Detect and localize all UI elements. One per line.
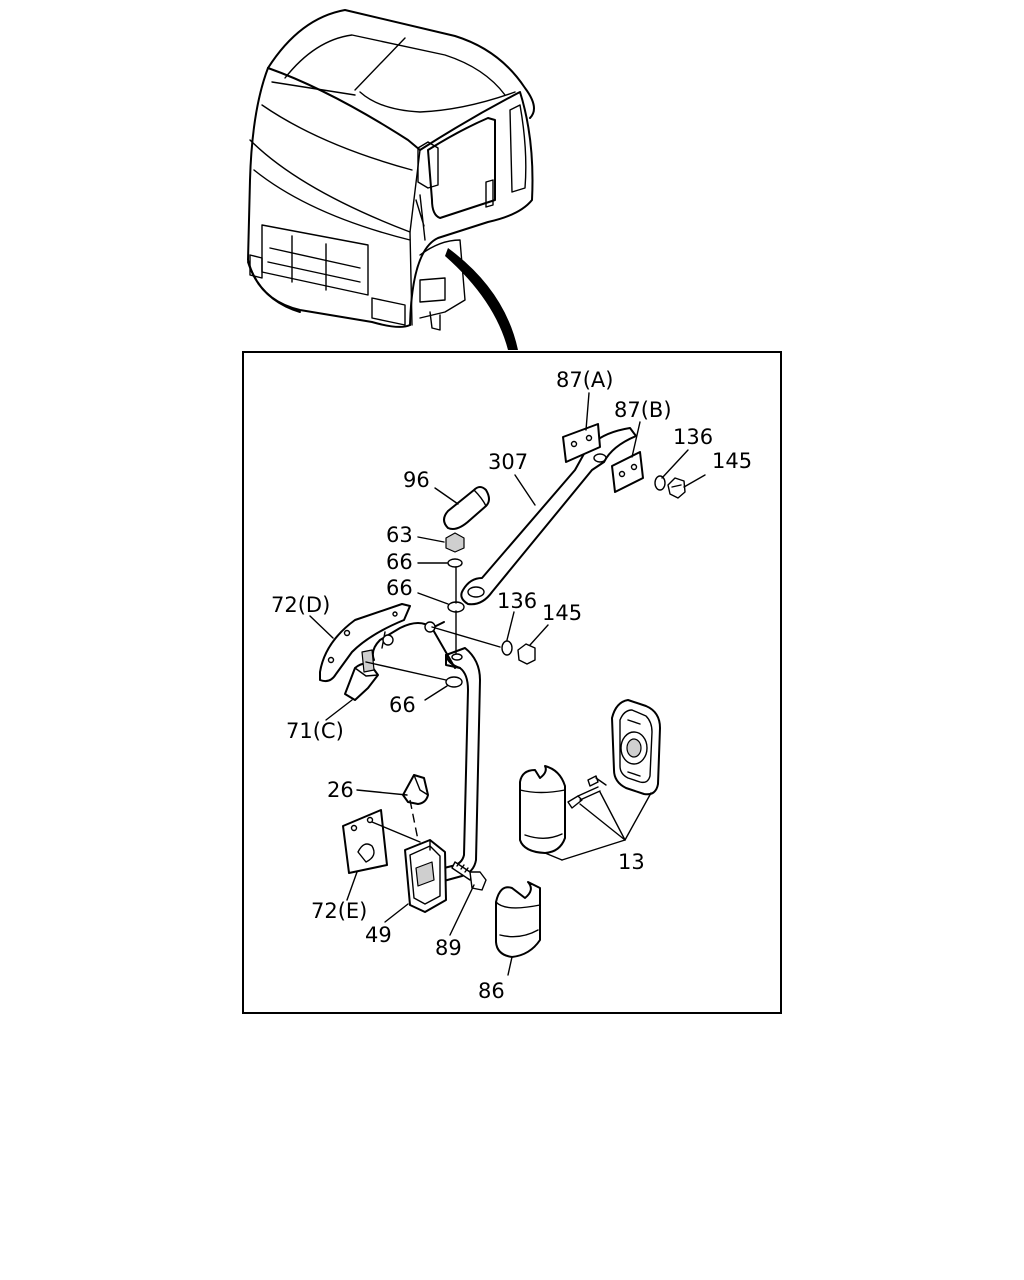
label-13: 13 bbox=[618, 850, 645, 874]
label-63: 63 bbox=[386, 523, 413, 547]
bracket-part-71c bbox=[344, 649, 379, 701]
mirror-head bbox=[611, 699, 661, 796]
leader-lines bbox=[309, 392, 706, 976]
mirror-housing bbox=[519, 765, 566, 854]
label-72e: 72(E) bbox=[311, 899, 367, 923]
washer-part-136-lower bbox=[501, 640, 513, 656]
label-66-middle: 66 bbox=[386, 576, 413, 600]
part-labels: 87(A) 87(B) 136 145 307 96 63 66 66 136 … bbox=[271, 368, 752, 1003]
label-66-upper: 66 bbox=[386, 550, 413, 574]
label-96: 96 bbox=[403, 468, 430, 492]
arm-bolt bbox=[382, 621, 436, 646]
label-86: 86 bbox=[478, 979, 505, 1003]
label-136-upper: 136 bbox=[673, 425, 713, 449]
cover-part-86 bbox=[495, 881, 541, 958]
label-72d: 72(D) bbox=[271, 593, 330, 617]
label-87b: 87(B) bbox=[614, 398, 672, 422]
upper-mirror-stay-part-307 bbox=[460, 427, 637, 606]
clip-part-26 bbox=[402, 774, 429, 805]
nut-part-145-lower bbox=[517, 643, 536, 665]
washer-part-66-lower bbox=[445, 676, 463, 688]
label-89: 89 bbox=[435, 936, 462, 960]
label-136-lower: 136 bbox=[497, 589, 537, 613]
bracket-part-72d bbox=[319, 603, 411, 683]
label-307: 307 bbox=[488, 450, 528, 474]
truck-cab-illustration bbox=[247, 9, 535, 350]
label-26: 26 bbox=[327, 778, 354, 802]
screw-set-part-13 bbox=[567, 775, 607, 809]
cap-part-96 bbox=[443, 486, 490, 530]
detail-frame bbox=[242, 351, 782, 1014]
nut-part-63 bbox=[445, 532, 465, 553]
plate-part-72e bbox=[342, 809, 388, 874]
label-145-upper: 145 bbox=[712, 449, 752, 473]
label-87a: 87(A) bbox=[556, 368, 613, 392]
label-145-lower: 145 bbox=[542, 601, 582, 625]
washer-part-66-upper bbox=[447, 558, 463, 568]
washer-part-136-upper bbox=[654, 475, 666, 491]
bolt-part-89 bbox=[451, 861, 487, 891]
nut-part-145-upper bbox=[667, 477, 686, 499]
label-71c: 71(C) bbox=[286, 719, 344, 743]
label-49: 49 bbox=[365, 923, 392, 947]
label-66-lower: 66 bbox=[389, 693, 416, 717]
mirror-base-part-49 bbox=[404, 839, 447, 913]
bracket-part-87b bbox=[611, 451, 644, 493]
